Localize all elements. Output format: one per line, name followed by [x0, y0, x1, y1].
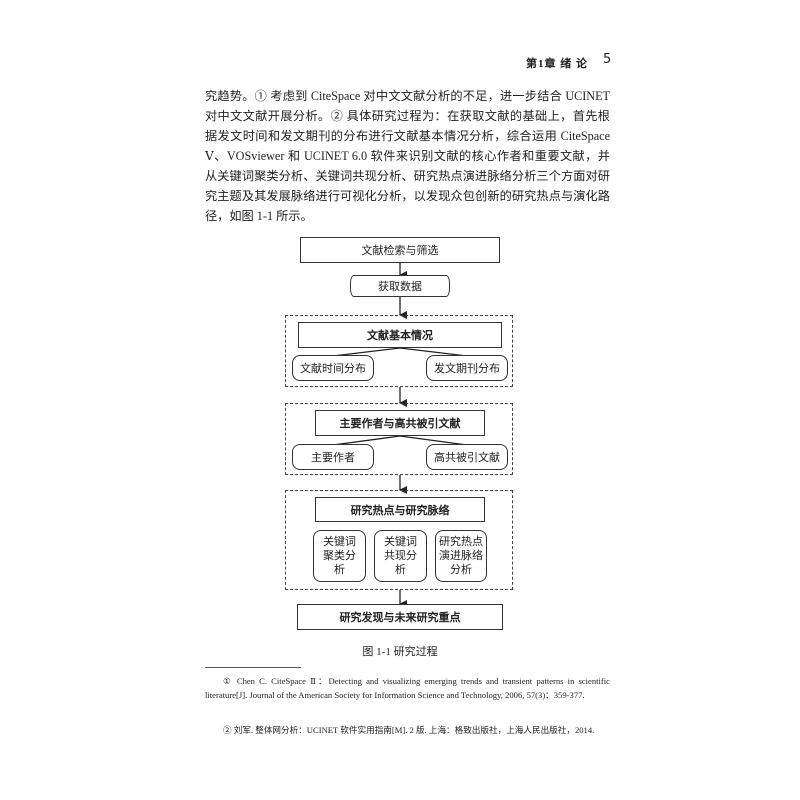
figure-caption: 图 1-1 研究过程 — [362, 646, 438, 658]
branch-line — [332, 435, 468, 446]
group-authors — [285, 403, 513, 475]
branch-line — [332, 347, 468, 357]
item-cocited: 高共被引文献 — [426, 444, 508, 470]
footnote-2: ② 刘军. 整体网分析：UCINET 软件实用指南[M]. 2 版. 上海：格致… — [223, 725, 595, 735]
footnote-rule — [205, 667, 301, 668]
group-basic — [285, 315, 513, 387]
footnote-1: ① Chen C. CiteSpace Ⅱ：Detecting and visu… — [205, 676, 610, 700]
flow-step-data: 获取数据 — [350, 275, 450, 297]
body-text: 究趋势。① 考虑到 CiteSpace 对中文文献分析的不足，进一步结合 UCI… — [205, 89, 610, 223]
item-cluster: 关键词聚类分析 — [313, 530, 366, 582]
flow-step-search: 文献检索与筛选 — [300, 237, 500, 263]
group-hotspots-title: 研究热点与研究脉络 — [315, 497, 485, 522]
item-authors: 主要作者 — [292, 444, 374, 470]
flow-step-final: 研究发现与未来研究重点 — [297, 604, 503, 630]
item-cooccur: 关键词共现分析 — [374, 530, 427, 582]
page-number: 5 — [603, 52, 612, 67]
running-header: 第1章 绪 论 — [526, 58, 588, 70]
item-time: 文献时间分布 — [292, 355, 374, 381]
body-paragraph: 究趋势。① 考虑到 CiteSpace 对中文文献分析的不足，进一步结合 UCI… — [205, 86, 610, 226]
group-authors-title: 主要作者与高共被引文献 — [315, 410, 485, 436]
group-basic-title: 文献基本情况 — [298, 322, 502, 348]
item-evolution: 研究热点演进脉络分析 — [435, 530, 487, 582]
group-hotspots — [285, 490, 513, 590]
item-journal: 发文期刊分布 — [426, 355, 508, 381]
